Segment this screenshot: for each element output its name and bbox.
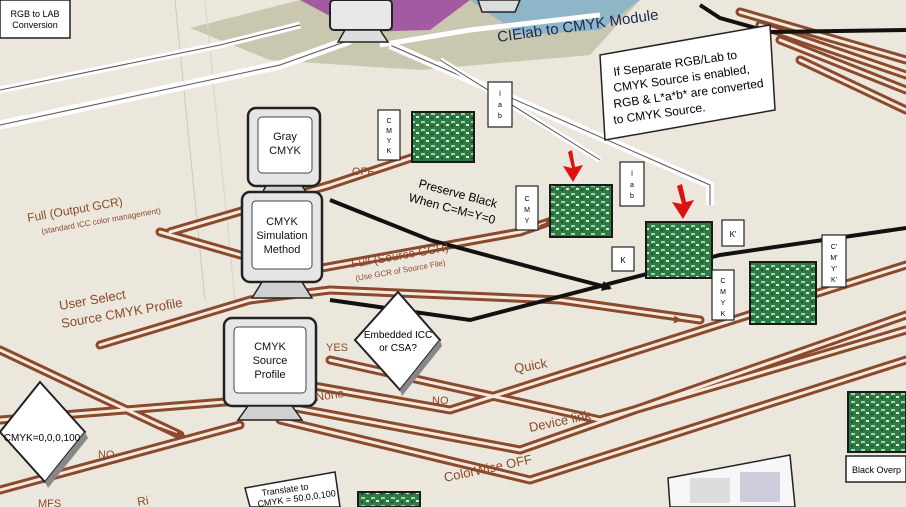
circuit-board-k-kprime — [645, 221, 713, 279]
svg-text:l: l — [631, 171, 633, 178]
svg-text:b: b — [630, 193, 634, 200]
source-profile-line1: CMYK — [254, 341, 286, 353]
svg-text:Y: Y — [525, 218, 530, 225]
svg-text:Y: Y — [387, 138, 392, 145]
svg-text:K': K' — [730, 230, 737, 239]
simulation-line1: CMYK — [266, 216, 298, 228]
top-monitor-left — [329, 0, 393, 43]
brown-pipes — [0, 7, 906, 495]
tag-lab-1: l a b — [487, 81, 513, 128]
svg-text:C: C — [386, 118, 391, 125]
label-yes: YES — [326, 342, 348, 354]
embedded-line1: Embedded ICC — [364, 330, 432, 341]
svg-text:K': K' — [831, 277, 837, 284]
circuit-board-black-overprint — [847, 391, 906, 453]
tag-cmyk-prime: C' M' Y' K' — [821, 234, 847, 288]
label-cut-left: Ri — [136, 493, 150, 507]
svg-text:a: a — [630, 182, 634, 189]
svg-text:Y': Y' — [831, 266, 837, 273]
label-off: OFF — [352, 166, 374, 178]
monitor-gray-cmyk: Gray CMYK — [246, 106, 322, 201]
svg-text:M: M — [386, 128, 392, 135]
cmyk-zero-label: CMYK=0,0,0,100 — [4, 433, 81, 444]
black-overprint-label: Black Overp — [852, 465, 901, 475]
circuit-board-cmyk-lab — [411, 111, 475, 163]
svg-text:a: a — [498, 102, 502, 109]
svg-text:b: b — [498, 113, 502, 120]
tag-cmyk-1: C M Y K — [377, 109, 401, 161]
source-profile-line3: Profile — [254, 369, 285, 381]
monitor-simulation-method: CMYK Simulation Method — [240, 190, 324, 299]
label-no-embedded: NO — [432, 395, 449, 407]
translate-box: Translate to CMYK = 50,0,0,100 — [244, 471, 341, 507]
svg-text:M': M' — [830, 255, 837, 262]
embedded-line2: or CSA? — [379, 343, 417, 354]
svg-text:l: l — [499, 91, 501, 98]
red-arrow-2 — [672, 184, 694, 219]
separate-rgb-callout: If Separate RGB/Lab to CMYK Source is en… — [599, 24, 776, 141]
svg-text:C': C' — [831, 244, 837, 251]
circuit-board-cmy-lab — [549, 184, 613, 238]
svg-text:Y: Y — [721, 300, 726, 307]
svg-text:C: C — [524, 196, 529, 203]
label-quick: Quick — [513, 355, 549, 376]
label-no-left: NO — [98, 449, 115, 461]
decision-cmyk-zero: CMYK=0,0,0,100 — [0, 380, 88, 488]
monitor-source-profile: CMYK Source Profile — [222, 316, 318, 421]
rgb-to-lab-box: RGB to LAB Conversion — [0, 0, 71, 39]
tag-cmy: C M Y — [515, 185, 539, 231]
gray-cmyk-line2: CMYK — [269, 145, 301, 157]
top-monitor-right — [477, 0, 521, 13]
simulation-line3: Method — [264, 244, 301, 256]
svg-text:M: M — [524, 207, 530, 214]
tag-k: K — [611, 246, 635, 272]
label-none: None — [314, 386, 345, 404]
rgb-lab-line2: Conversion — [12, 20, 58, 30]
tag-cmyk-2: C M Y K — [711, 269, 735, 321]
circuit-board-bottom — [357, 491, 421, 507]
tag-lab-2: l a b — [619, 161, 645, 207]
svg-text:M: M — [720, 289, 726, 296]
rgb-lab-line1: RGB to LAB — [10, 9, 59, 19]
decision-embedded-icc: Embedded ICC or CSA? — [353, 290, 442, 396]
svg-text:C: C — [720, 278, 725, 285]
circuit-board-cmyk-out — [749, 261, 817, 325]
simulation-line2: Simulation — [256, 230, 307, 242]
bottom-screenshot-thumbnail — [667, 454, 796, 507]
svg-text:K: K — [721, 311, 726, 318]
gray-cmyk-line1: Gray — [273, 131, 297, 143]
source-profile-line2: Source — [253, 355, 288, 367]
svg-text:K: K — [387, 148, 392, 155]
red-arrow-1 — [563, 150, 583, 182]
svg-text:K: K — [620, 256, 626, 265]
label-cut-bottom: MFS — [38, 498, 61, 507]
black-overprint-box: Black Overp — [845, 455, 906, 483]
tag-k-prime: K' — [721, 219, 745, 247]
